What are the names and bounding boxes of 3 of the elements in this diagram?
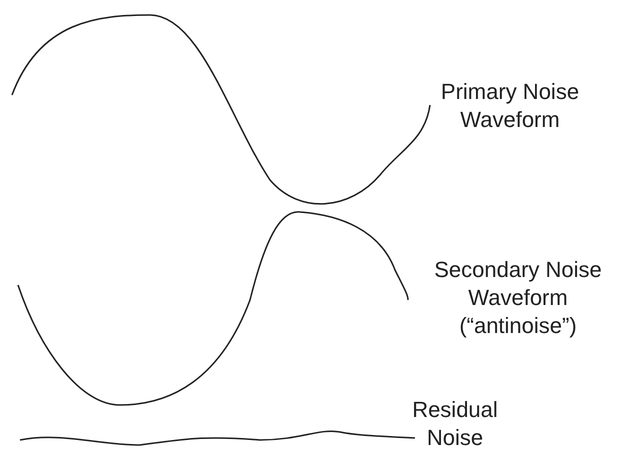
waveform-label: Primary Noise Waveform <box>440 78 580 134</box>
waveform-label: Secondary Noise Waveform (“antinoise”) <box>433 256 603 340</box>
waveform-label: Residual Noise <box>411 396 499 452</box>
